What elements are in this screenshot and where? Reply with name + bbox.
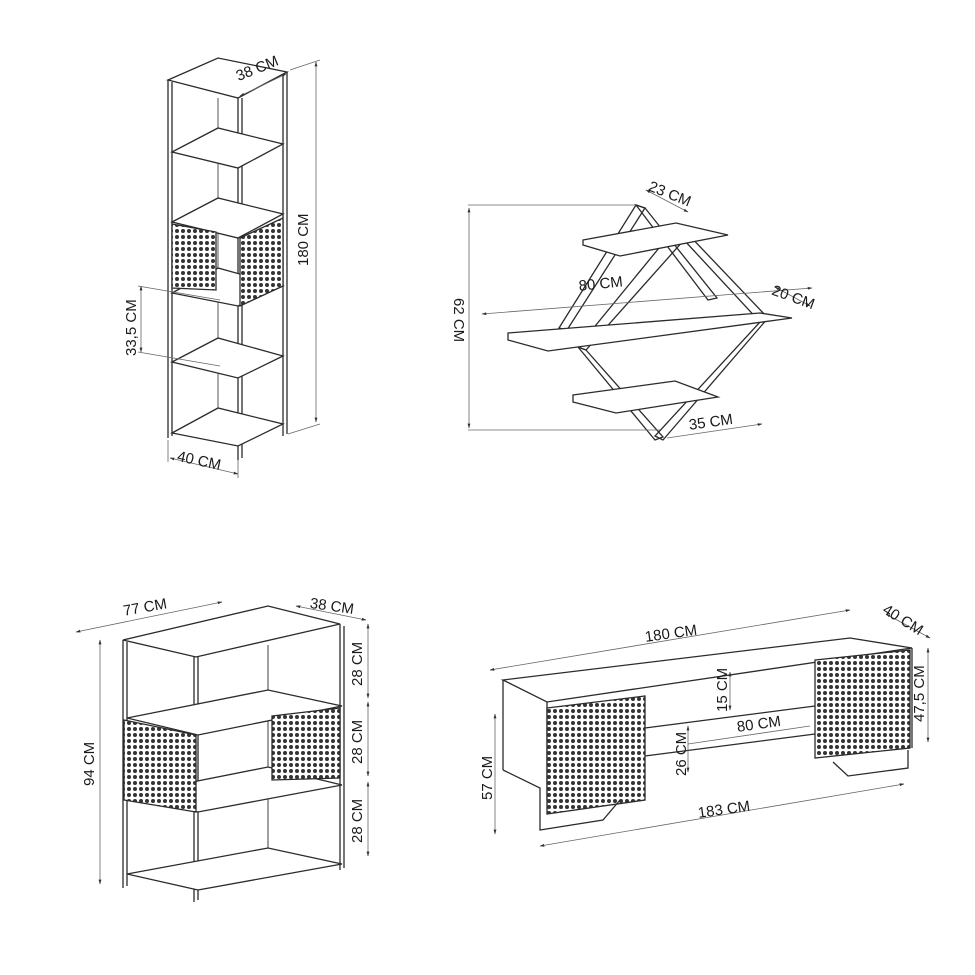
tv-stand-cabinet-height-label: 47,5 CM xyxy=(911,665,928,722)
tv-stand-dimension-lines xyxy=(489,609,931,847)
low-bookcase-shelf-2-label: 28 CM xyxy=(349,719,366,764)
tv-stand-upper-opening-label: 15 CM xyxy=(714,667,731,712)
tv-stand-total-height-label: 57 CM xyxy=(479,755,496,800)
tall-bookcase-shelf-spacing-label: 33,5 CM xyxy=(123,299,140,356)
tv-stand-drawing xyxy=(500,637,913,831)
diamond-shelf-drawing xyxy=(507,203,793,441)
low-bookcase-dimension-lines xyxy=(75,601,370,885)
low-bookcase-shelf-1-label: 28 CM xyxy=(349,641,366,686)
diamond-shelf-dimension-lines xyxy=(467,189,813,439)
tall-bookcase-height-label: 180 CM xyxy=(295,213,312,266)
low-bookcase-height-label: 94 CM xyxy=(81,741,98,786)
low-bookcase-drawing xyxy=(122,605,345,902)
tall-bookcase-dimension-lines xyxy=(137,59,321,478)
diamond-shelf-height-label: 62 CM xyxy=(450,298,467,343)
tv-stand-lower-opening-label: 26 CM xyxy=(673,731,690,776)
low-bookcase-shelf-3-label: 28 CM xyxy=(349,798,366,843)
diamond-shelf-width-label: 80 CM xyxy=(577,273,624,295)
tall-bookcase-drawing xyxy=(166,57,289,460)
